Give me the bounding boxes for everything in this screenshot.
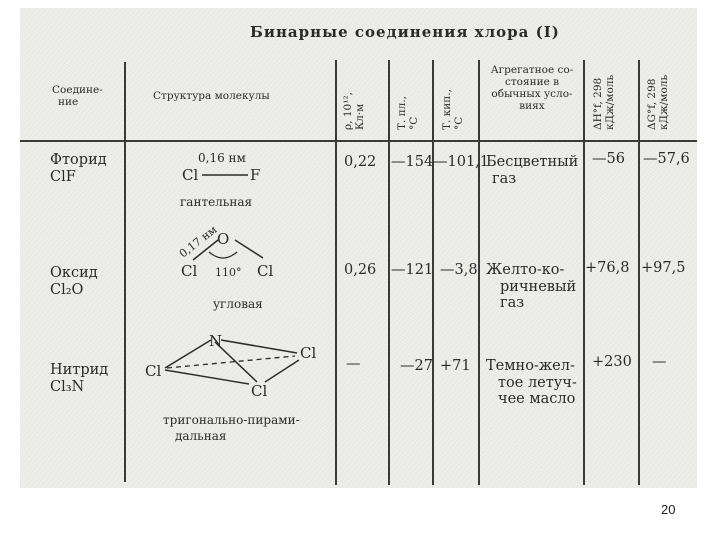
row2-angle-arc [208,251,238,259]
col-divider-7 [638,60,640,485]
row1-boiling-point: —101,1 [433,154,490,170]
row2-density: 0,26 [344,262,377,278]
col-divider-1 [124,62,126,482]
header-compound: Соедине-ние [52,84,103,109]
row3-edge-bottom-right [264,359,300,383]
row2-bond-right [234,239,264,259]
row2-state: Желто-ко-ричневый газ [486,262,577,312]
row2-structure-diagram: 0,17 нм O Cl 110° Cl угловая [177,223,274,311]
row3-enthalpy: +230 [592,354,632,370]
row1-atom-f: F [250,166,260,184]
row2-enthalpy: +76,8 [585,260,630,276]
header-boiling-point: Т. кип.,°С [441,89,466,130]
row3-gibbs: — [652,354,667,370]
row3-bond-n-bottom [214,341,258,383]
header-divider [20,140,697,142]
row3-state: Темно-жел-тое летуч- чее масло [486,358,577,408]
col-divider-3 [388,60,390,485]
row3-atom-cl-bottom: Cl [251,382,267,400]
col-divider-5 [478,60,480,485]
scanned-table-page: Бинарные соединения хлора (I) Соедине-ни… [20,8,697,488]
header-state: Агрегатное со-стояние в обычных усло-вия… [490,64,574,113]
col-divider-4 [432,60,434,485]
row3-shape-label-2: дальная [175,429,226,443]
row1-shape-label: гантельная [180,195,252,209]
row3-bond-n-right [220,339,298,354]
row3-edge-left-right-dashed [166,355,296,369]
row3-atom-cl-right: Cl [300,344,316,362]
row2-bond-left [192,239,219,261]
row1-gibbs: —57,6 [643,151,690,167]
row1-enthalpy: —56 [592,151,625,167]
row2-shape-label: угловая [213,297,263,311]
row1-melting-point: —154 [391,154,434,170]
row2-atom-cl-left: Cl [181,262,197,280]
row2-boiling-point: —3,8 [440,262,478,278]
row1-structure-diagram: 0,16 нм Cl F гантельная [180,151,260,209]
row1-atom-cl: Cl [182,166,198,184]
header-melting-point: Т. пл.,°С [396,95,421,130]
row3-melting-point: —27 [400,358,433,374]
row3-shape-label-1: тригонально-пирами- [163,413,300,427]
col-divider-6 [583,60,585,485]
row1-bond-length: 0,16 нм [198,151,246,165]
row2-gibbs: +97,5 [641,260,686,276]
row3-structure-diagram: N Cl Cl Cl тригонально-пирами- дальная [145,332,316,443]
row3-density: — [346,356,361,372]
row3-atom-cl-left: Cl [145,362,161,380]
row3-boiling-point: +71 [440,358,471,374]
row1-density: 0,22 [344,154,377,170]
row3-edge-left-bottom [164,369,250,385]
row2-melting-point: —121 [391,262,434,278]
header-structure: Структура молекулы [153,90,270,102]
row2-atom-cl-right: Cl [257,262,273,280]
row2-atom-o: O [217,230,229,248]
col-divider-2 [335,60,337,485]
page-title: Бинарные соединения хлора (I) [250,23,560,41]
page-number: 20 [661,502,676,517]
row2-angle: 110° [215,266,242,279]
header-density: ρ, 10¹²,Кл·м [342,92,367,130]
row3-bond-n-left [164,339,212,369]
